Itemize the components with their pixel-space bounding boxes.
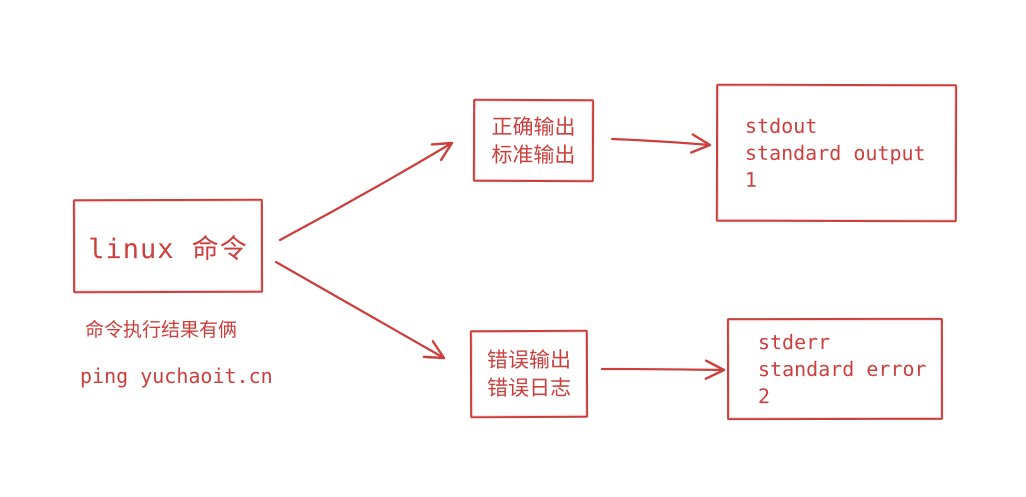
caption-example-command: ping yuchaoit.cn xyxy=(80,364,273,388)
node-stderr-detail: stderr standard error 2 xyxy=(726,317,944,421)
stderr-detail-line-2: standard error xyxy=(757,356,927,381)
stderr-label-line-1: 错误输出 xyxy=(486,347,571,373)
node-stdout-label: 正确输出 标准输出 xyxy=(472,98,595,183)
stdout-detail-line-3: 1 xyxy=(744,167,758,192)
node-stderr-label-text: 错误输出 错误日志 xyxy=(487,346,571,402)
node-stdout-detail: stdout standard output 1 xyxy=(715,83,958,223)
node-stdout-detail-text: stdout standard output 1 xyxy=(745,112,926,193)
node-stderr-detail-text: stderr standard error 2 xyxy=(758,328,927,409)
stderr-detail-line-1: stderr xyxy=(757,329,831,354)
arrow-stderr-label-to-detail xyxy=(600,359,726,380)
arrow-linux-to-stdout-label xyxy=(278,141,454,242)
stdout-label-line-2: 标准输出 xyxy=(491,142,576,167)
caption-result-note: 命令执行结果有俩 xyxy=(85,319,238,341)
node-stdout-label-text: 正确输出 标准输出 xyxy=(491,112,575,168)
stdout-detail-line-2: standard output xyxy=(744,140,926,165)
node-stderr-label: 错误输出 错误日志 xyxy=(469,329,589,419)
arrow-linux-to-stderr-label xyxy=(274,260,446,360)
stdout-label-line-1: 正确输出 xyxy=(491,114,576,139)
arrow-stdout-label-to-detail xyxy=(610,133,712,154)
node-linux-command-label: linux 命令 xyxy=(88,233,248,265)
stderr-label-line-2: 错误日志 xyxy=(487,375,572,401)
stdout-detail-line-1: stdout xyxy=(745,113,818,138)
node-linux-command: linux 命令 xyxy=(72,198,264,294)
stderr-detail-line-3: 2 xyxy=(758,383,771,408)
